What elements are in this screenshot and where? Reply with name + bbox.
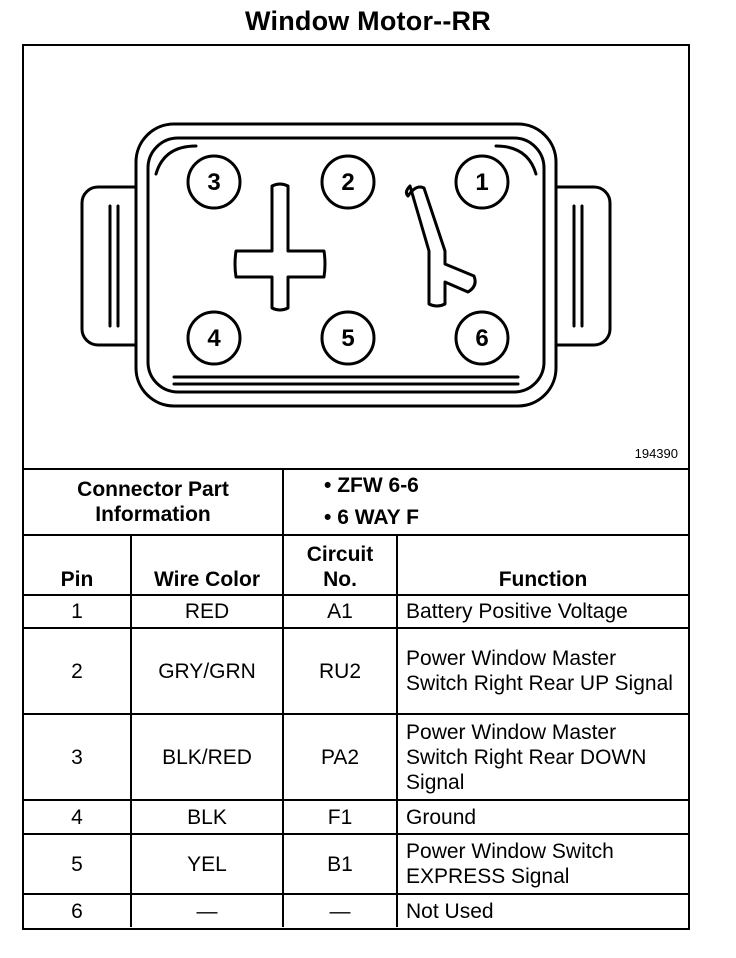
plus-key bbox=[233, 182, 327, 312]
pin-label: 2 bbox=[341, 169, 354, 196]
table-row: 4 BLK F1 Ground bbox=[24, 799, 689, 835]
pin-label: 5 bbox=[341, 325, 354, 352]
header-wire-color: Wire Color bbox=[129, 534, 285, 596]
wire-color-cell: YEL bbox=[129, 833, 285, 895]
wire-color-cell: BLK/RED bbox=[129, 713, 285, 801]
wire-color-cell: BLK bbox=[129, 799, 285, 835]
circuit-cell: A1 bbox=[282, 594, 399, 629]
pin-circle bbox=[186, 154, 242, 210]
pin-cell: 5 bbox=[24, 833, 132, 895]
pin-group: 3 2 1 4 5 6 bbox=[186, 154, 510, 366]
pin-table: Connector Part Information • ZFW 6-6 • 6… bbox=[24, 468, 689, 927]
connector-info-item: • 6 WAY F bbox=[324, 506, 419, 529]
y-key bbox=[404, 184, 477, 308]
pin-label: 4 bbox=[207, 325, 221, 352]
pin-label: 1 bbox=[475, 169, 488, 196]
connector-info-items: • ZFW 6-6 • 6 WAY F bbox=[282, 468, 689, 536]
table-row: 1 RED A1 Battery Positive Voltage bbox=[24, 594, 689, 629]
function-cell: Ground bbox=[396, 799, 689, 835]
pin-circle bbox=[454, 310, 510, 366]
page-title: Window Motor--RR bbox=[245, 6, 491, 36]
pin-label: 3 bbox=[207, 169, 220, 196]
connector-info-row: Connector Part Information • ZFW 6-6 • 6… bbox=[24, 468, 689, 536]
pin-cell: 1 bbox=[24, 594, 132, 629]
pin-circle bbox=[320, 154, 376, 210]
header-row: Pin Wire Color Circuit No. Function bbox=[24, 534, 689, 596]
connector-diagram: 3 2 1 4 5 6 bbox=[80, 122, 612, 408]
wire-color-cell: — bbox=[129, 893, 285, 927]
pin-circle bbox=[186, 310, 242, 366]
table-row: 6 — — Not Used bbox=[24, 893, 689, 927]
circuit-cell: F1 bbox=[282, 799, 399, 835]
pin-cell: 4 bbox=[24, 799, 132, 835]
header-pin: Pin bbox=[24, 534, 132, 596]
pin-circle bbox=[320, 310, 376, 366]
circuit-cell: B1 bbox=[282, 833, 399, 895]
function-cell: Power Window Master Switch Right Rear DO… bbox=[396, 713, 689, 801]
table-row: 3 BLK/RED PA2 Power Window Master Switch… bbox=[24, 713, 689, 801]
pin-cell: 6 bbox=[24, 893, 132, 927]
circuit-cell: — bbox=[282, 893, 399, 927]
header-function: Function bbox=[396, 534, 689, 596]
table-row: 5 YEL B1 Power Window Switch EXPRESS Sig… bbox=[24, 833, 689, 895]
pin-cell: 3 bbox=[24, 713, 132, 801]
wire-color-cell: GRY/GRN bbox=[129, 627, 285, 715]
connector-info-label: Connector Part Information bbox=[24, 468, 285, 536]
function-cell: Battery Positive Voltage bbox=[396, 594, 689, 629]
connector-body-inner bbox=[146, 136, 546, 394]
figure-number: 194390 bbox=[634, 446, 678, 461]
function-cell: Not Used bbox=[396, 893, 689, 927]
wire-color-cell: RED bbox=[129, 594, 285, 629]
pin-label: 6 bbox=[475, 325, 488, 352]
pin-cell: 2 bbox=[24, 627, 132, 715]
header-circuit: Circuit No. bbox=[282, 534, 399, 596]
circuit-cell: RU2 bbox=[282, 627, 399, 715]
circuit-cell: PA2 bbox=[282, 713, 399, 801]
connector-info-item: • ZFW 6-6 bbox=[324, 474, 419, 497]
pin-circle bbox=[454, 154, 510, 210]
table-row: 2 GRY/GRN RU2 Power Window Master Switch… bbox=[24, 627, 689, 715]
function-cell: Power Window Master Switch Right Rear UP… bbox=[396, 627, 689, 715]
function-cell: Power Window Switch EXPRESS Signal bbox=[396, 833, 689, 895]
